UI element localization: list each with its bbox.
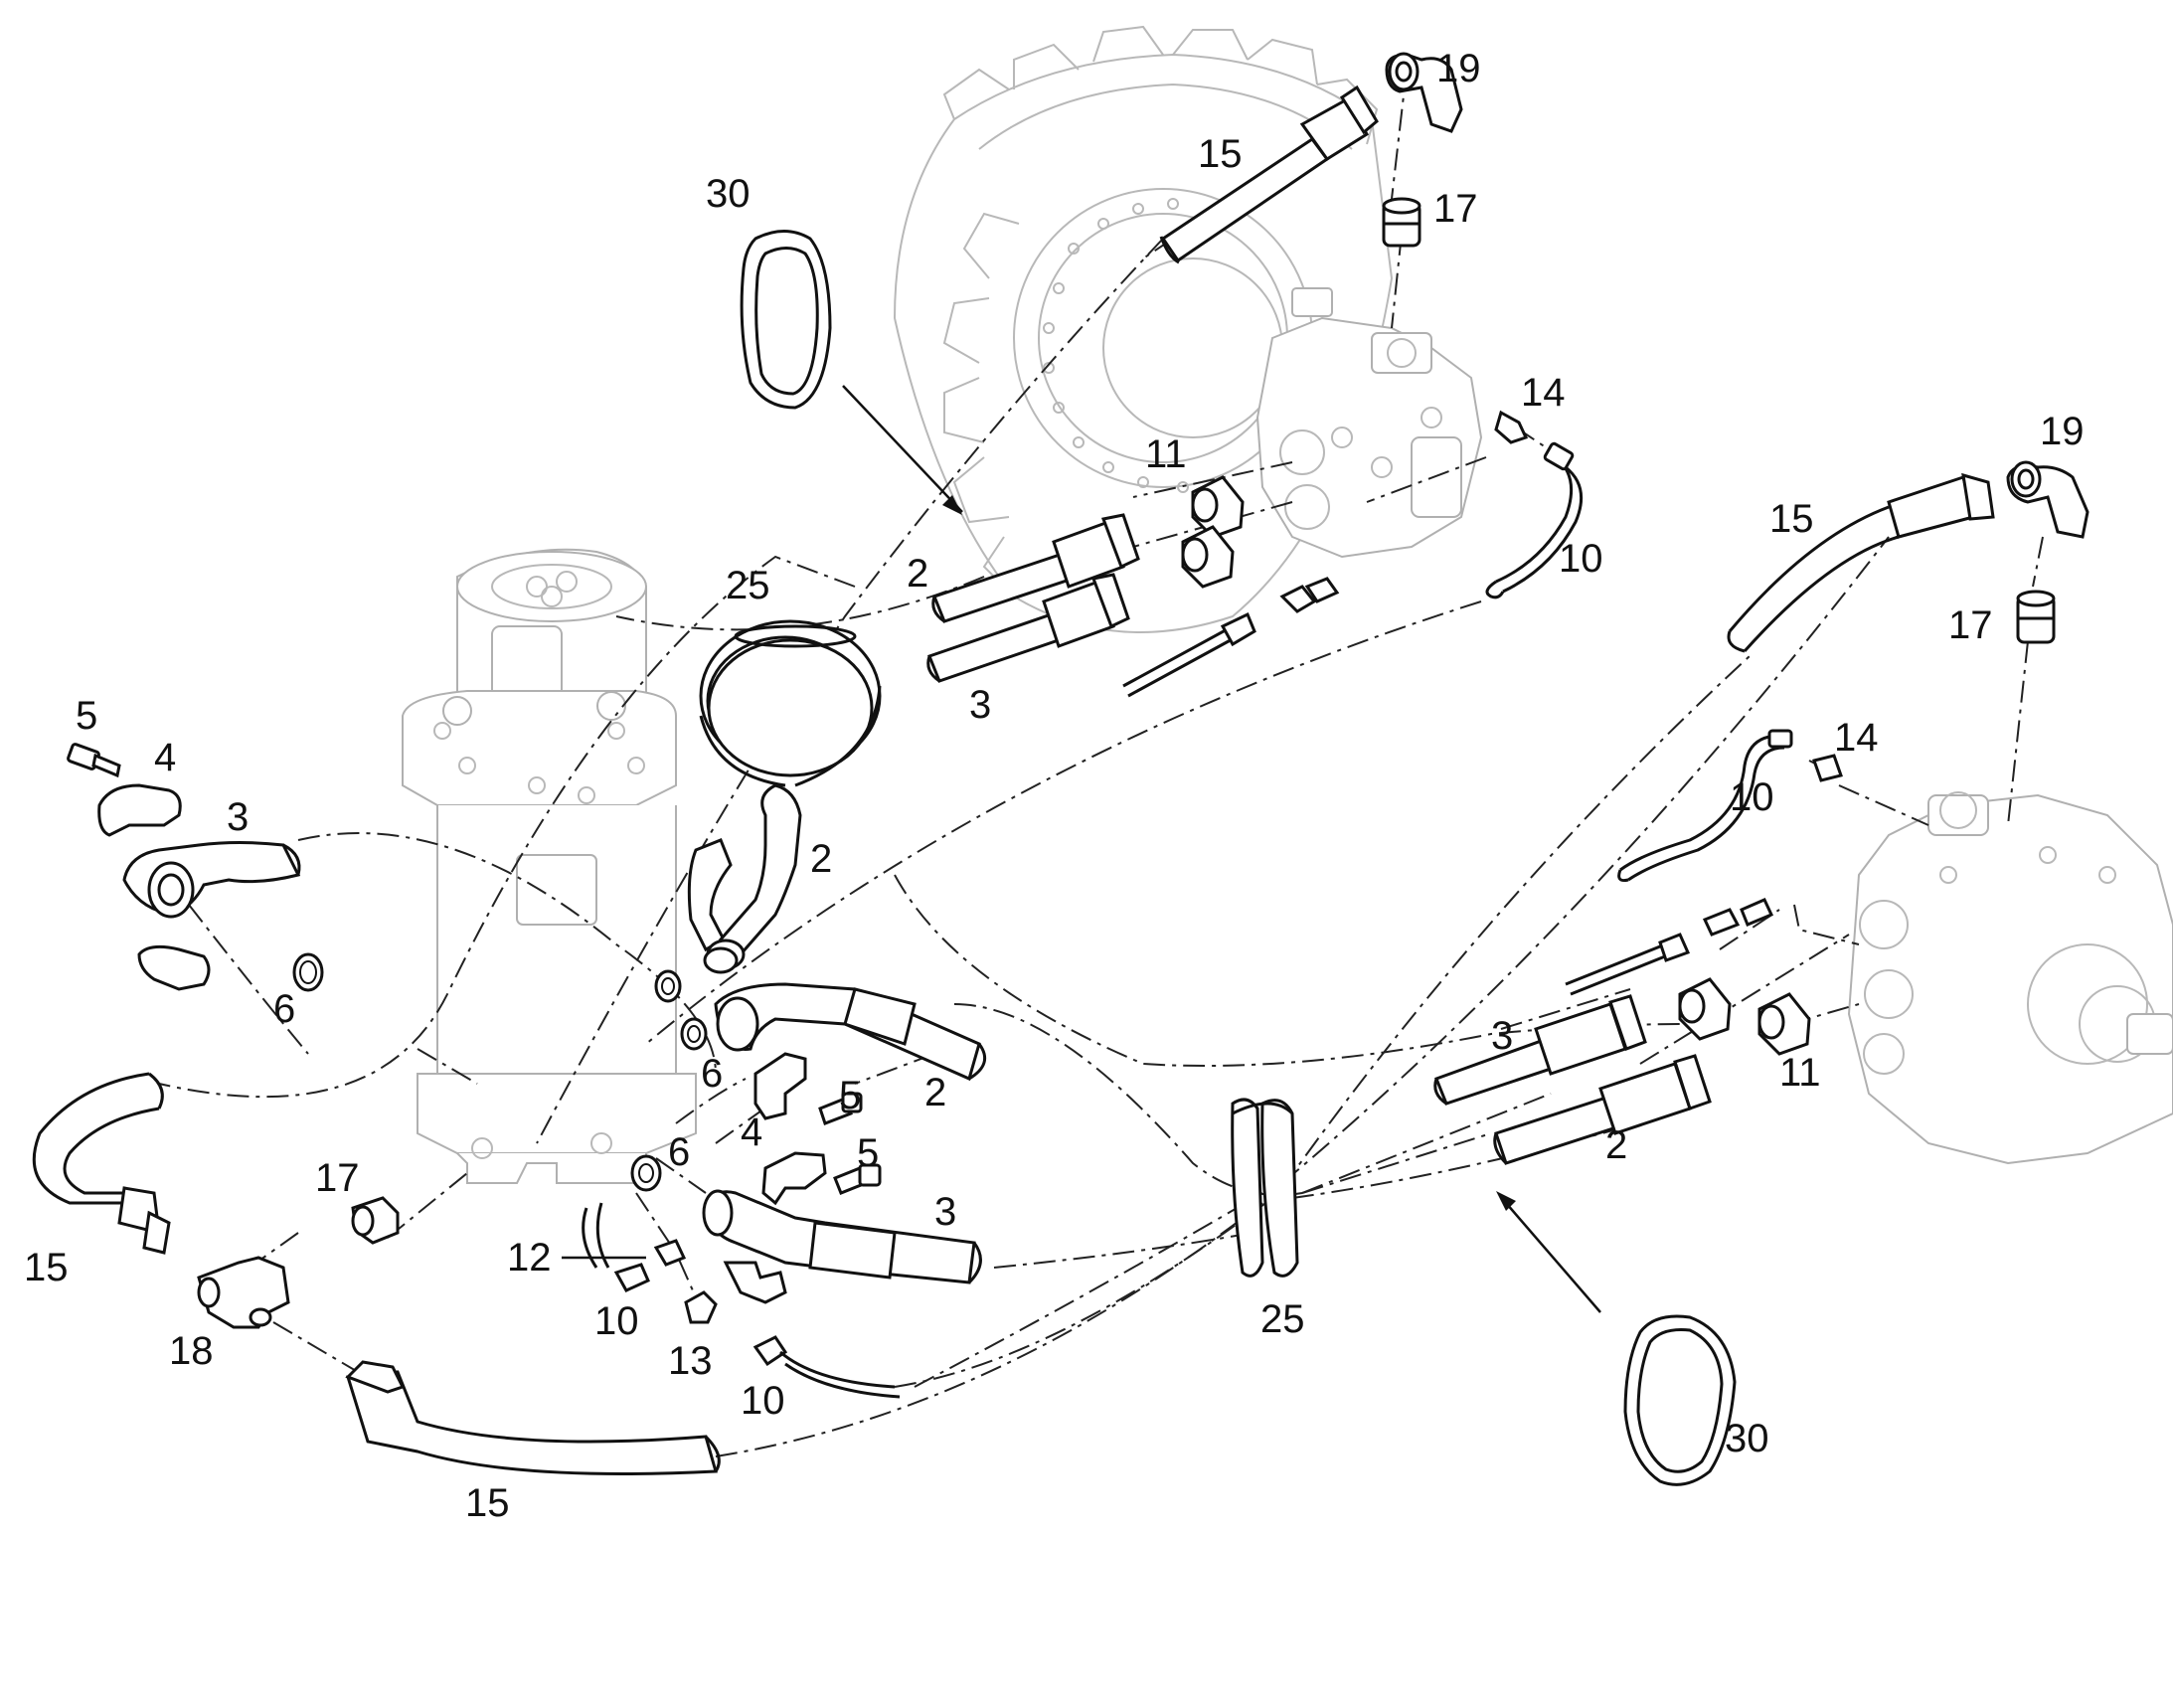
callout-12: 12 [507,1236,552,1280]
bolt-5-left [67,743,121,778]
small-fittings-top [1122,577,1340,698]
callout-3-right: 3 [1491,1014,1513,1058]
callout-2-top: 2 [907,552,928,596]
callout-13: 13 [668,1339,713,1383]
flange-clamp-4-mid [753,1052,807,1120]
callout-5-mid: 5 [839,1074,861,1117]
callout-10-low-b: 10 [741,1379,785,1423]
seal-25-bottom [1231,1098,1299,1278]
hose-3-right [1433,994,1647,1106]
tube-10-low-b [752,1335,901,1399]
callout-5-left: 5 [76,694,97,738]
callout-2-mid-b: 2 [924,1071,946,1114]
o-ring-6-mid-upper [654,969,682,1003]
adapter-17-top [1382,197,1421,248]
callout-15-top: 15 [1198,132,1243,176]
callout-2-mid: 2 [810,837,832,881]
callout-11-top: 11 [1145,432,1187,476]
hose-15-left [32,1072,171,1255]
travel-motor-right-ghost [1847,791,2173,1165]
hose-15-bottom [345,1360,721,1475]
bolt-5-low [833,1163,882,1195]
hose-2-top [931,513,1140,623]
callout-3-left: 3 [227,795,249,839]
callout-3-low: 3 [934,1190,956,1234]
tube-10-right [1617,729,1793,882]
callout-17-top: 17 [1433,187,1478,231]
small-fittings-right [1565,898,1774,996]
hose-3-low [702,1189,982,1284]
hose-2-right [1493,1054,1712,1165]
hose-2-mid [703,783,802,974]
callout-4-left: 4 [154,736,176,779]
callout-19-top: 19 [1436,47,1481,90]
tube-10-low-a [582,1202,650,1292]
callout-30-bottom: 30 [1725,1417,1769,1460]
adapter-17-right [2016,590,2056,644]
tee-13 [684,1290,718,1324]
tube-10-top [1485,441,1584,599]
o-ring-6-mid-lower [680,1017,708,1051]
travel-motor-top-ghost [1255,287,1483,559]
flange-clamp-4-left-lower [137,944,211,991]
callout-17-left: 17 [315,1156,360,1200]
callout-14-top: 14 [1521,371,1566,415]
callout-6-low: 6 [668,1130,690,1174]
hose-2-mid-long [714,982,987,1082]
hose-3-top [926,573,1130,683]
seal-25-top [699,619,882,787]
adapter-11-top-upper [1191,475,1245,539]
callout-4-mid: 4 [741,1110,762,1154]
callout-labels: 19 15 17 30 14 11 10 2 3 25 5 4 3 6 2 6 … [24,47,2085,1525]
callout-17-right: 17 [1948,603,1993,647]
arrow-head-30-bottom [1496,1191,1516,1211]
flange-clamp-4-left [97,783,182,837]
callout-15-right: 15 [1769,497,1814,541]
callout-15-bottom: 15 [465,1481,510,1525]
callout-2-right: 2 [1605,1123,1627,1167]
callout-15-left: 15 [24,1246,69,1289]
callout-10-low-a: 10 [594,1299,639,1343]
adapter-11-top-lower [1181,525,1235,589]
flange-clamp-4-low [761,1151,827,1206]
callout-19-right: 19 [2040,410,2085,453]
callout-25-top: 25 [726,564,770,607]
hose-15-right [1727,472,1995,653]
callout-6-left: 6 [273,987,295,1031]
hose-3-left [122,841,301,919]
callout-5-mid-b: 5 [857,1131,879,1175]
fitting-14-top [1494,410,1529,444]
flange-clamp-low-b [723,1261,787,1304]
arrow-30-bottom [1505,1202,1601,1313]
callout-3-top: 3 [969,683,991,727]
elbow-fitting-19-right [2006,460,2089,539]
tee-fitting-18 [197,1256,290,1329]
seal-ring-30-top [740,230,832,410]
callout-30-top: 30 [706,172,751,216]
adapter-11-right-upper [1678,977,1732,1041]
fitting-12 [653,1239,687,1267]
seal-ring-30-bottom [1623,1314,1737,1486]
o-ring-6-low [630,1154,662,1192]
callout-6-mid: 6 [701,1052,723,1096]
arrow-30-top [842,385,963,513]
bolt-5-mid [818,1092,863,1125]
fitting-14-right [1812,754,1843,782]
arrow-head-30-top [942,495,962,515]
adapter-17-left [351,1196,400,1245]
callout-10-top: 10 [1559,537,1603,581]
callout-25-bottom: 25 [1260,1297,1305,1341]
elbow-fitting-19-top [1385,52,1463,133]
callout-18: 18 [169,1329,214,1373]
callout-10-right: 10 [1730,775,1774,819]
swivel-joint-ghost [402,548,697,1184]
hose-15-top [1159,85,1379,264]
callout-14-right: 14 [1834,716,1879,760]
callout-11-right: 11 [1779,1051,1821,1095]
adapter-11-right-lower [1757,992,1811,1056]
o-ring-6-left [292,952,324,992]
